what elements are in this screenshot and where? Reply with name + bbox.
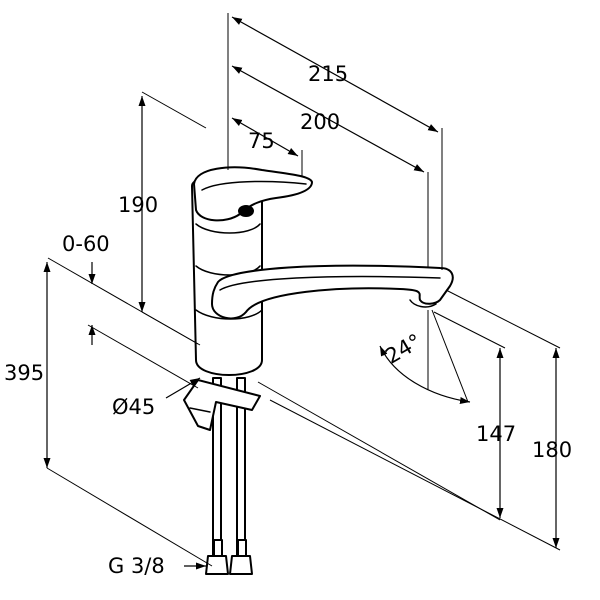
dim-label-0-60: 0-60: [62, 232, 110, 256]
dimension-labels: 215 200 75 190 0-60 395 Ø45 24° 147 180 …: [4, 62, 572, 578]
dim-label-24-degrees: 24°: [381, 329, 425, 368]
dim-label-diameter-45: Ø45: [112, 395, 155, 419]
dim-label-190: 190: [118, 193, 158, 217]
dim-label-215: 215: [308, 62, 348, 86]
dim-label-200: 200: [300, 110, 340, 134]
dim-label-147: 147: [476, 422, 516, 446]
faucet-body: [183, 166, 454, 575]
dim-label-180: 180: [532, 438, 572, 462]
dim-label-75: 75: [248, 129, 275, 153]
dimension-lines: [43, 13, 561, 570]
dim-label-395: 395: [4, 361, 44, 385]
dim-label-g-3-8: G 3/8: [108, 554, 165, 578]
